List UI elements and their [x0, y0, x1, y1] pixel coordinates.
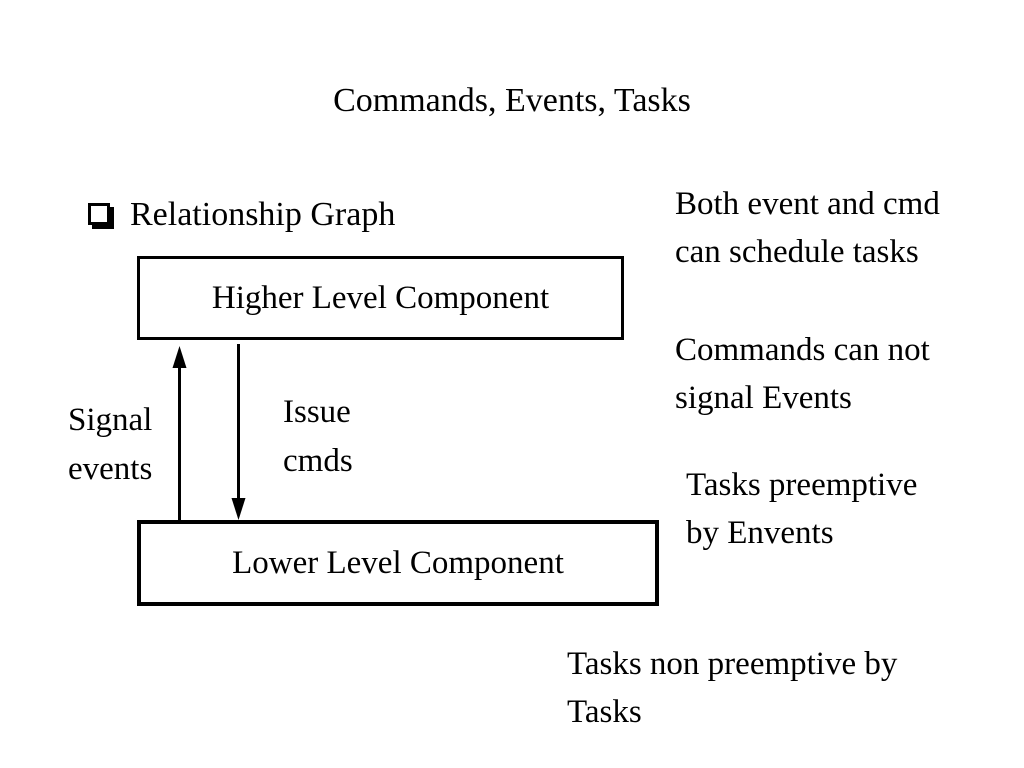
note-tasks-preemptive: Tasks preemptive by Envents	[686, 467, 918, 551]
note-both-event-and-cmd: Both event and cmd can schedule tasks	[675, 186, 940, 270]
note-tasks-non-preemptive: Tasks non preemptive by Tasks	[567, 646, 898, 730]
checkbox-bullet-icon	[88, 203, 110, 225]
higher-level-component-label: Higher Level Component	[211, 279, 550, 316]
down-arrow-icon	[231, 344, 246, 520]
issue-cmds-label: Issue cmds	[283, 394, 353, 479]
up-arrow-icon	[172, 346, 187, 520]
bullet-label: Relationship Graph	[130, 196, 396, 233]
note-commands-can-not-signal: Commands can not signal Events	[675, 332, 930, 416]
signal-events-label: Signal events	[68, 402, 153, 487]
slide-title: Commands, Events, Tasks	[333, 82, 691, 119]
lower-level-component-box: Lower Level Component	[137, 520, 659, 606]
higher-level-component-box: Higher Level Component	[137, 256, 624, 340]
bullet-item: Relationship Graph	[88, 196, 395, 234]
lower-level-component-label: Lower Level Component	[232, 544, 564, 581]
